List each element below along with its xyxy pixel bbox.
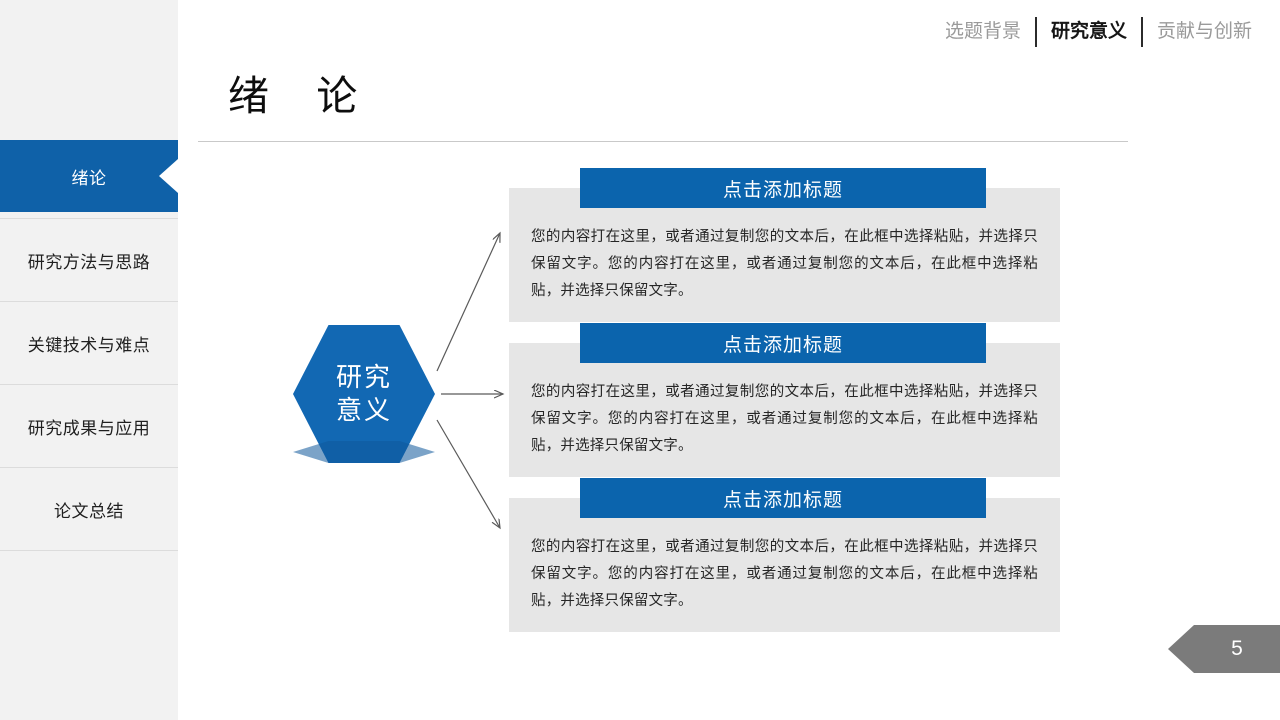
- sidebar-item-label: 绪论: [71, 168, 107, 188]
- card-body: 您的内容打在这里，或者通过复制您的文本后，在此框中选择粘贴，并选择只保留文字。您…: [509, 188, 1060, 323]
- card-text: 您的内容打在这里，或者通过复制您的文本后，在此框中选择粘贴，并选择只保留文字。您…: [531, 384, 1038, 454]
- hub-label-line1: 研究: [335, 361, 392, 392]
- sidebar-divider: [0, 384, 178, 385]
- nav-item-xuantibeijing[interactable]: 选题背景: [944, 21, 1021, 42]
- card-header[interactable]: 点击添加标题: [580, 168, 986, 208]
- sidebar-item-lunwenzongjie[interactable]: 论文总结: [0, 468, 178, 551]
- sidebar-item-yanjiuchengguo[interactable]: 研究成果与应用: [0, 385, 178, 468]
- sidebar-item-guanjianjishu[interactable]: 关键技术与难点: [0, 302, 178, 385]
- sidebar-divider: [0, 550, 178, 551]
- sidebar-divider: [0, 301, 178, 302]
- page-title: 绪 论: [228, 73, 376, 119]
- card-text: 您的内容打在这里，或者通过复制您的文本后，在此框中选择粘贴，并选择只保留文字。您…: [531, 539, 1038, 609]
- nav-item-yanjiuyiyi[interactable]: 研究意义: [1050, 21, 1127, 42]
- card-text: 您的内容打在这里，或者通过复制您的文本后，在此框中选择粘贴，并选择只保留文字。您…: [531, 229, 1038, 299]
- hexagon-shadow: [293, 441, 435, 463]
- page-number-badge: 5: [1168, 625, 1280, 673]
- card-body: 您的内容打在这里，或者通过复制您的文本后，在此框中选择粘贴，并选择只保留文字。您…: [509, 498, 1060, 633]
- sidebar-divider: [0, 467, 178, 468]
- card-body: 您的内容打在这里，或者通过复制您的文本后，在此框中选择粘贴，并选择只保留文字。您…: [509, 343, 1060, 478]
- sidebar-item-label: 研究方法与思路: [27, 253, 151, 272]
- nav-separator: [1034, 17, 1037, 47]
- sidebar-item-xulun[interactable]: 绪论: [0, 140, 178, 212]
- top-navigation: 选题背景 研究意义 贡献与创新: [931, 16, 1266, 48]
- nav-separator: [1140, 17, 1143, 47]
- sidebar-item-label: 论文总结: [54, 502, 124, 521]
- sidebar-item-yanjiufangfa[interactable]: 研究方法与思路: [0, 219, 178, 302]
- hub-hexagon[interactable]: 研究 意义: [293, 325, 435, 463]
- sidebar: 绪论 研究方法与思路 关键技术与难点 研究成果与应用 论文总结: [0, 0, 178, 720]
- hub-label: 研究 意义: [293, 325, 435, 463]
- sidebar-item-label: 研究成果与应用: [27, 419, 151, 438]
- title-divider: [198, 141, 1128, 142]
- hub-label-line2: 意义: [335, 395, 392, 425]
- card-header[interactable]: 点击添加标题: [580, 478, 986, 518]
- sidebar-item-label: 关键技术与难点: [27, 336, 151, 355]
- active-pointer-icon: [159, 159, 178, 193]
- nav-item-gongxianyuchuangxin[interactable]: 贡献与创新: [1156, 21, 1252, 42]
- card-header[interactable]: 点击添加标题: [580, 323, 986, 363]
- sidebar-divider: [0, 218, 178, 219]
